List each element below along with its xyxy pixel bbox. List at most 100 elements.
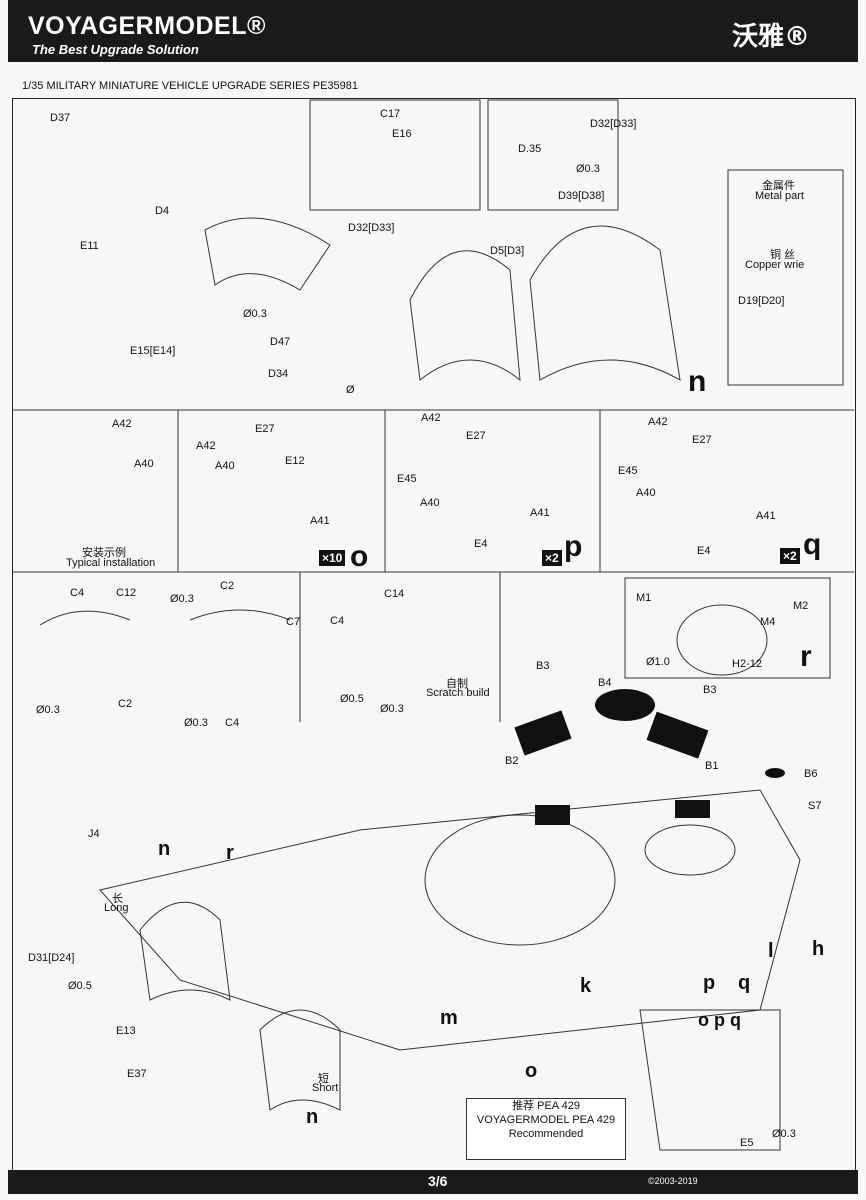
label-b1: B1 [705, 760, 719, 772]
label-c4-a: C4 [70, 587, 85, 599]
label-e11: E11 [80, 240, 99, 252]
label-a40-o: A40 [215, 460, 235, 472]
label-d03-a: Ø0.3 [243, 308, 267, 320]
label-b3-a: B3 [536, 660, 550, 672]
recommended-box: 推荐 PEA 429 VOYAGERMODEL PEA 429 Recommen… [466, 1098, 626, 1160]
multiplier-p: ×2 [542, 550, 562, 566]
callout-o: o [525, 1060, 538, 1082]
label-a42-o: A42 [196, 440, 216, 452]
step-letter-r: r [800, 640, 812, 673]
label-d05-main: Ø0.5 [68, 980, 92, 992]
label-d4: D4 [155, 205, 170, 217]
label-b6: B6 [804, 768, 818, 780]
label-d03-c1: Ø0.3 [36, 704, 60, 716]
label-a42-q: A42 [648, 416, 668, 428]
label-d31: D31[D24] [28, 952, 75, 964]
label-e4-q: E4 [697, 545, 711, 557]
callout-k: k [580, 975, 592, 997]
step-letter-o: o [350, 540, 369, 573]
label-e27-p: E27 [466, 430, 486, 442]
label-d03-c2: Ø0.3 [170, 593, 194, 605]
label-install: Typical installation [66, 557, 156, 569]
label-a40-typ: A40 [134, 458, 154, 470]
label-long-cn: 长 [112, 893, 123, 905]
label-c4-c: C4 [330, 615, 345, 627]
step-letter-q: q [803, 528, 822, 561]
label-b4: B4 [598, 677, 612, 689]
label-c17: C17 [380, 108, 401, 120]
label-e27-o: E27 [255, 423, 275, 435]
label-d34: D34 [268, 368, 289, 380]
footer-bar: 3/6 ©2003-2019 [8, 1170, 858, 1194]
label-a41-p: A41 [530, 507, 550, 519]
brand-chinese: 沃雅® [731, 22, 810, 52]
label-j4: J4 [88, 828, 100, 840]
label-metal-cn: 金属件 [762, 180, 795, 192]
label-m2: M2 [793, 600, 809, 612]
header-bar: VOYAGERMODEL® The Best Upgrade Solution … [8, 0, 858, 62]
label-e13: E13 [116, 1025, 136, 1037]
label-install-cn: 安装示例 [82, 547, 126, 559]
recommended-product: VOYAGERMODEL PEA 429 [476, 1114, 616, 1126]
label-copper-cn: 铜 丝 [770, 249, 796, 261]
series-title: 1/35 MILITARY MINIATURE VEHICLE UPGRADE … [22, 80, 359, 92]
label-scratch-cn: 自制 [446, 678, 468, 690]
label-a42-typ: A42 [112, 418, 132, 430]
label-short-cn: 短 [318, 1073, 329, 1085]
label-d32-left: D32[D33] [348, 222, 395, 234]
label-d32-right: D32[D33] [590, 118, 637, 130]
label-c2-a: C2 [118, 698, 133, 710]
recommended-cn: 推荐 PEA 429 [512, 1100, 580, 1112]
label-s7: S7 [808, 800, 822, 812]
label-c14: C14 [384, 588, 405, 600]
label-c4-b: C4 [225, 717, 240, 729]
step-letter-n: n [688, 365, 707, 398]
label-e27-q: E27 [692, 434, 712, 446]
label-b2: B2 [505, 755, 519, 767]
label-d03-b: Ø0.3 [576, 163, 600, 175]
label-e37: E37 [127, 1068, 147, 1080]
label-d35: D.35 [518, 143, 542, 155]
label-scratch: Scratch build [426, 687, 490, 699]
callout-q: q [738, 972, 751, 994]
label-e45-p: E45 [397, 473, 417, 485]
label-e12-o: E12 [285, 455, 305, 467]
label-e4-p: E4 [474, 538, 488, 550]
label-e45-q: E45 [618, 465, 638, 477]
callout-m: m [440, 1007, 458, 1029]
label-metal: Metal part [755, 190, 804, 202]
recommended-label: Recommended [508, 1128, 584, 1140]
callout-n-top: n [158, 838, 171, 860]
label-phi: Ø [346, 384, 355, 396]
label-a42-p: A42 [421, 412, 441, 424]
label-d5: D5[D3] [490, 245, 525, 257]
label-e5: E5 [740, 1137, 754, 1149]
brand-logo: VOYAGERMODEL® [28, 12, 266, 40]
label-short: Short [312, 1082, 339, 1094]
label-c7: C7 [286, 616, 301, 628]
multiplier-q: ×2 [780, 548, 800, 564]
callout-p: p [703, 972, 716, 994]
label-d10: Ø1.0 [646, 656, 670, 668]
label-copper: Copper wrie [745, 259, 805, 271]
callout-l: l [768, 940, 774, 962]
label-e16: E16 [392, 128, 412, 140]
label-d03-c4: Ø0.3 [380, 703, 404, 715]
label-e15: E15[E14] [130, 345, 176, 357]
label-d39: D39[D38] [558, 190, 605, 202]
callout-opq: o p q [698, 1010, 741, 1030]
label-m4: M4 [760, 616, 776, 628]
label-a40-q: A40 [636, 487, 656, 499]
label-c12: C12 [116, 587, 137, 599]
brand-tagline: The Best Upgrade Solution [32, 42, 199, 57]
label-d19: D19[D20] [738, 295, 785, 307]
callout-r: r [226, 842, 234, 864]
label-d03-c3: Ø0.3 [184, 717, 208, 729]
label-a41-o: A41 [310, 515, 330, 527]
page-number: 3/6 [428, 1173, 448, 1189]
label-d03-main: Ø0.3 [772, 1128, 796, 1140]
step-letter-p: p [564, 530, 583, 563]
callout-h: h [812, 938, 825, 960]
